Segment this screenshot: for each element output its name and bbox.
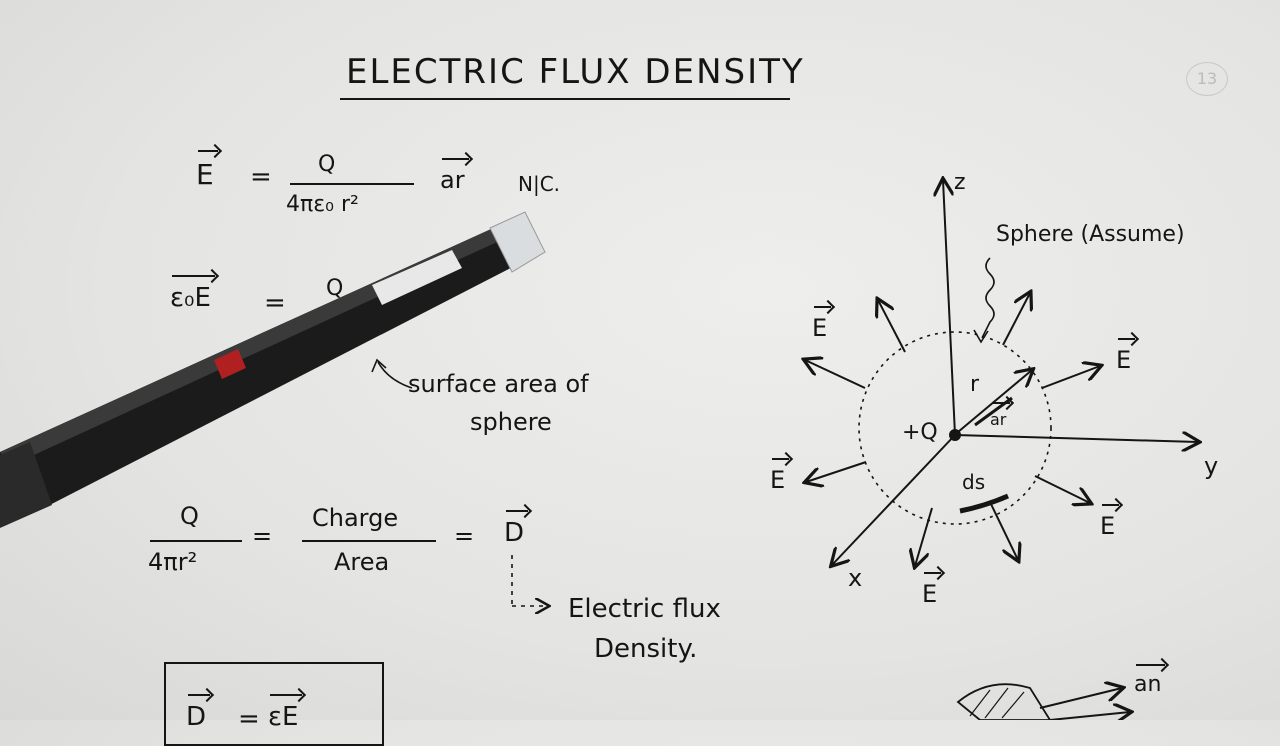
field-label-1: E — [812, 306, 832, 342]
y-axis — [954, 435, 1198, 442]
sphere-diagram — [0, 0, 1280, 720]
surface-sketch — [956, 683, 1052, 720]
pen-object — [0, 211, 546, 528]
eq3-equals-2: = — [454, 522, 475, 550]
sphere-assume-label: Sphere (Assume) — [996, 222, 1185, 247]
field-label-2: E — [1116, 338, 1136, 374]
surface-area-note: surface area of — [408, 370, 589, 398]
field-arrow — [915, 507, 933, 566]
axis-x-label: x — [848, 564, 863, 592]
eq1-units: N|C. — [518, 172, 561, 196]
field-arrow — [1041, 366, 1100, 389]
normal-arrow — [1039, 688, 1122, 709]
eq3-numerator: Q — [180, 502, 199, 530]
eq3-area: Area — [334, 548, 390, 576]
eq1-equals: = — [250, 162, 272, 192]
field-arrow — [1034, 475, 1090, 503]
eq3-charge: Charge — [312, 504, 399, 532]
page-title: ELECTRIC FLUX DENSITY — [346, 52, 805, 92]
sphere-outline — [858, 331, 1052, 525]
ds-patch — [959, 493, 1009, 514]
eq1-fraction-line — [290, 183, 414, 185]
eq3-rhs: D — [504, 510, 529, 548]
axis-y-label: y — [1204, 452, 1219, 480]
field-arrow — [805, 360, 866, 389]
radius-label: r — [970, 372, 980, 397]
radius-vector — [957, 370, 1032, 433]
eq3-fraction-line — [150, 540, 242, 542]
eq1-lhs: E — [196, 150, 218, 191]
sphere-pointer — [981, 257, 995, 339]
field-arrow — [989, 501, 1018, 560]
eq3-equals-1: = — [252, 522, 273, 550]
flux-density-label: Electric flux — [568, 594, 721, 624]
ds-label: ds — [962, 470, 986, 494]
flux-density-label-2: Density. — [594, 634, 698, 664]
z-axis — [943, 180, 956, 436]
eq1-numerator: Q — [318, 152, 336, 177]
field-arrow — [806, 461, 867, 482]
field-label-3: E — [770, 458, 790, 494]
field-label-5: E — [922, 572, 942, 608]
field-arrow — [1002, 293, 1030, 346]
eq2-numerator: Q — [326, 276, 344, 301]
eq2-equals: = — [264, 288, 286, 318]
field-arrow — [878, 300, 906, 353]
eq1-unit-vector: ar — [440, 158, 469, 194]
axis-z-label: z — [954, 170, 966, 195]
eq2-lhs: ε₀E — [170, 275, 215, 313]
eq3-fraction-line-2 — [302, 540, 436, 542]
title-underline — [340, 98, 790, 100]
surface-area-note-2: sphere — [470, 408, 552, 436]
unit-vector-label: ar — [990, 402, 1011, 429]
eq1-denominator: 4πε₀ r² — [286, 192, 359, 217]
eq3-denominator: 4πr² — [148, 548, 198, 576]
charge-label: +Q — [902, 420, 938, 445]
normal-label: an — [1134, 664, 1166, 697]
x-axis — [832, 434, 956, 565]
field-label-4: E — [1100, 504, 1120, 540]
page-number: 13 — [1186, 62, 1228, 96]
